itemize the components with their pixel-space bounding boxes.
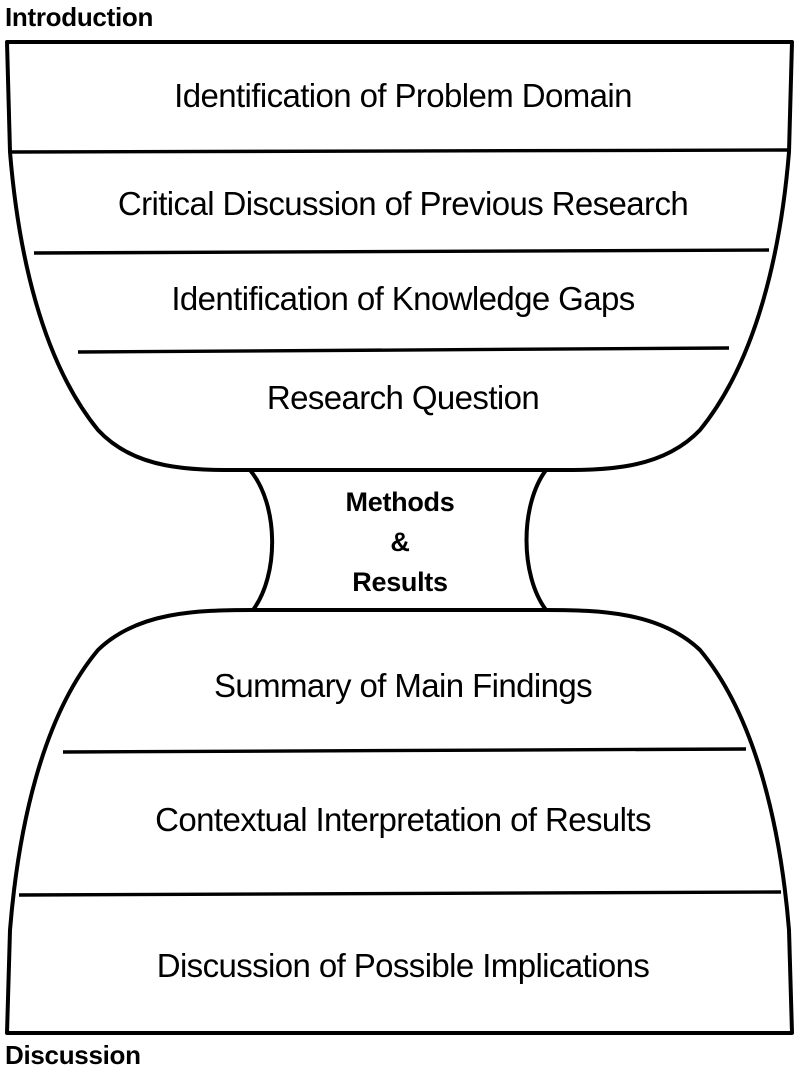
band-label-identification-of-problem-domain: Identification of Problem Domain [174,77,632,114]
band-label-summary-of-main-findings: Summary of Main Findings [214,667,592,704]
band-label-critical-discussion-of-previous-research: Critical Discussion of Previous Research [118,185,688,222]
neck-label-results: Results [352,567,447,597]
band-label-research-question: Research Question [267,379,539,416]
band-label-identification-of-knowledge-gaps: Identification of Knowledge Gaps [171,280,634,317]
divider-lower-1 [62,747,747,754]
band-label-discussion-of-possible-implications: Discussion of Possible Implications [157,947,650,984]
neck-label-ampersand: & [390,527,409,557]
neck-label-methods: Methods [346,487,455,517]
divider-lower-2 [18,890,782,897]
top-section-label: Introduction [5,2,154,32]
divider-upper-3 [77,346,730,354]
bottom-section-label: Discussion [5,1040,141,1070]
divider-upper-1 [9,148,791,154]
lower-funnel-outline [5,608,794,1035]
divider-upper-2 [33,248,770,255]
band-label-contextual-interpretation-of-results: Contextual Interpretation of Results [155,801,651,838]
